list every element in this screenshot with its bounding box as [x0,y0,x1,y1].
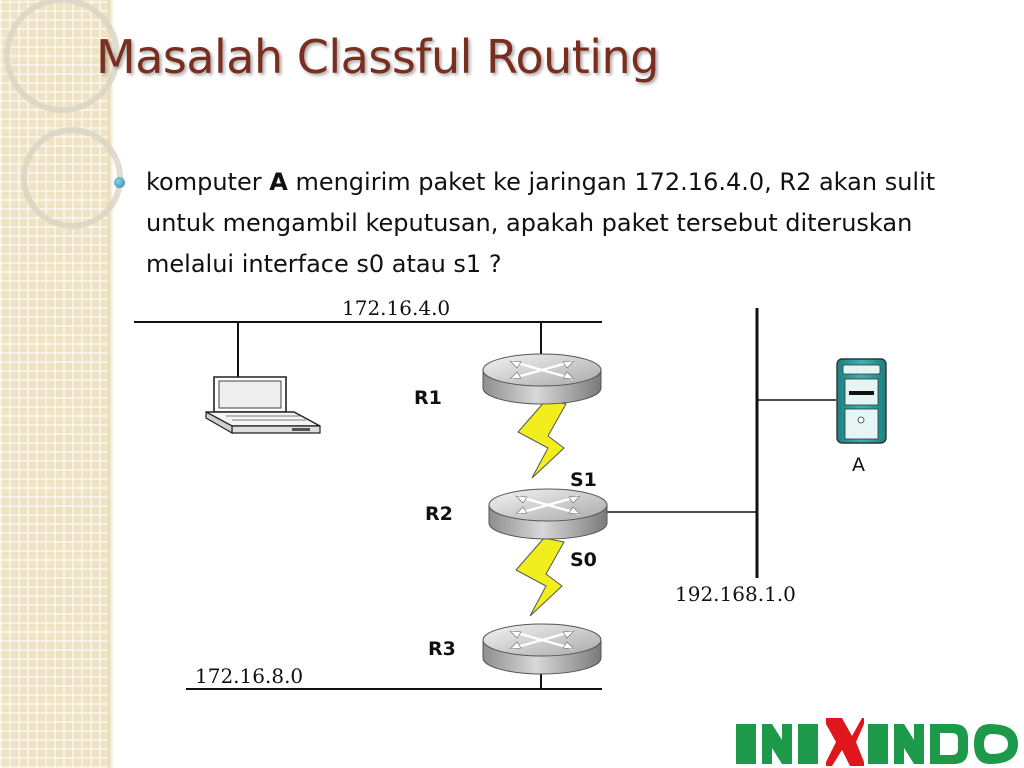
serial-link-r1-r2 [517,399,567,479]
side-strip-edge [108,0,114,768]
slide-title: Masalah Classful Routing [96,30,659,84]
host-a-computer-icon [836,358,887,444]
interface-label-s0: S0 [570,549,597,571]
network-label-bottom: 172.16.8.0 [195,664,303,688]
interface-label-s1: S1 [570,469,597,491]
router-label-r1: R1 [414,387,442,409]
network-label-right: 192.168.1.0 [675,582,796,606]
laptop-icon [205,376,321,435]
router-r3 [481,622,603,676]
router-label-r3: R3 [428,638,456,660]
bullet-text: komputer A mengirim paket ke jaringan 17… [146,162,991,285]
serial-link-r2-r3 [515,537,565,617]
bullet-text-start: komputer [146,168,270,196]
router-label-r2: R2 [425,503,453,525]
decorative-side-strip [0,0,112,768]
network-label-top: 172.16.4.0 [342,296,450,320]
bullet-text-end: mengirim paket ke jaringan 172.16.4.0, R… [146,168,936,278]
bullet-text-bold: A [269,168,288,196]
host-a-label: A [852,454,865,476]
router-r2 [487,487,609,541]
inixindo-logo [736,718,1018,766]
router-r1 [481,352,603,406]
bullet-marker [114,177,125,188]
